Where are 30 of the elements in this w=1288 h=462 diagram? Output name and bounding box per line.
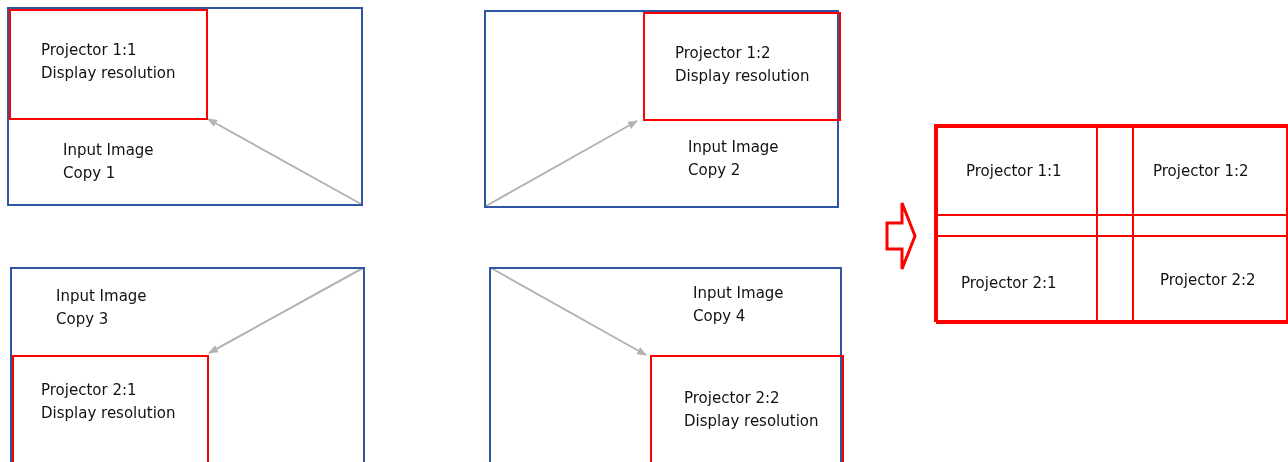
image-frame bbox=[489, 267, 842, 462]
arrow bbox=[490, 267, 647, 356]
arrow bbox=[485, 120, 638, 207]
region-label: Projector 1:2 bbox=[1153, 161, 1250, 182]
projector-region bbox=[650, 355, 844, 462]
grid-cell bbox=[936, 126, 1134, 237]
grid-cell bbox=[1096, 214, 1288, 324]
region-label: Projector 2:2 bbox=[1160, 270, 1257, 291]
region-label: Projector 1:1 bbox=[966, 161, 1063, 182]
projector-region bbox=[643, 12, 841, 121]
image-frame bbox=[7, 7, 363, 206]
projector-region bbox=[9, 9, 208, 120]
block-arrow bbox=[885, 201, 917, 271]
arrow bbox=[207, 118, 362, 205]
region-label: Projector 1:2 Display resolution bbox=[675, 43, 811, 87]
image-frame bbox=[10, 267, 365, 462]
image-frame bbox=[484, 10, 839, 208]
grid-cell bbox=[1096, 126, 1288, 237]
projector-region bbox=[12, 355, 209, 462]
region-label: Input Image Copy 4 bbox=[693, 283, 785, 327]
region-label: Projector 2:1 Display resolution bbox=[41, 380, 177, 424]
region-label: Input Image Copy 1 bbox=[63, 140, 155, 184]
region-label: Projector 1:1 Display resolution bbox=[41, 40, 177, 84]
region-label: Input Image Copy 2 bbox=[688, 137, 780, 181]
projection-grid bbox=[934, 124, 1288, 322]
region-label: Input Image Copy 3 bbox=[56, 286, 148, 330]
region-label: Projector 2:2 Display resolution bbox=[684, 388, 820, 432]
region-label: Projector 2:1 bbox=[961, 273, 1058, 294]
grid-cell bbox=[936, 214, 1134, 324]
arrow bbox=[208, 267, 364, 354]
